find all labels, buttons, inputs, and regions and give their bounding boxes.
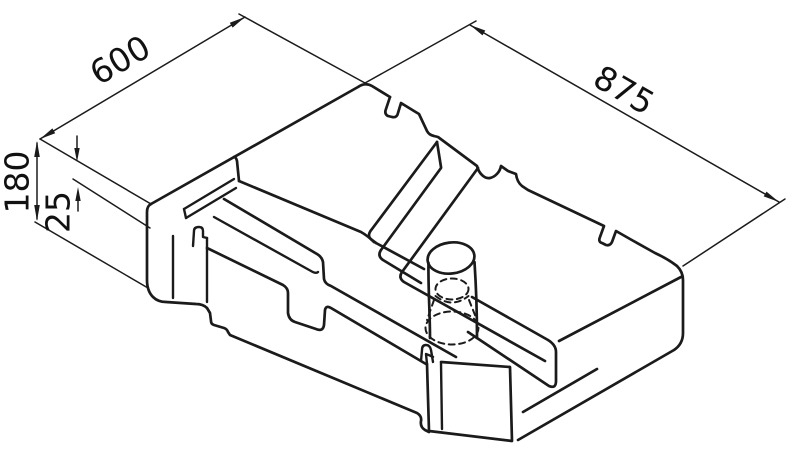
- dimension-180: 180: [0, 141, 40, 221]
- tank-nw-edge: [149, 82, 392, 206]
- dimension-600: 600: [39, 16, 246, 140]
- block-a-front-base: [237, 179, 376, 244]
- nw-ledge-step: [182, 207, 188, 220]
- tab-slot-hook: [419, 343, 435, 364]
- top-left-block: [232, 140, 443, 285]
- channel-a-mouth-left: [435, 140, 443, 169]
- tank-sw-silhouette: [145, 202, 431, 434]
- right-block-se-top-edge: [557, 275, 683, 343]
- tank-outline: [145, 82, 685, 442]
- filler-neck-hidden-arc: [434, 295, 470, 304]
- extension-lines: [34, 13, 786, 289]
- dim-25-label: 25: [39, 191, 78, 233]
- dim-600-label: 600: [83, 27, 157, 93]
- block-a-base-and-se-edge: [367, 140, 439, 245]
- nw-ledge-lower: [184, 186, 238, 220]
- dimension-25: 25: [39, 135, 81, 233]
- tab-outline: [425, 360, 514, 443]
- front-top-edge-with-channel-mouth: [205, 246, 428, 366]
- nw-ledge-upper: [182, 177, 236, 211]
- channel-b-rear-floor-east: [466, 295, 558, 389]
- front-tab: [419, 343, 514, 443]
- cone-hidden-right: [468, 299, 478, 321]
- channel-a-wall-bottom: [378, 166, 443, 285]
- cone-base-hidden-ellipse: [424, 310, 480, 346]
- channel-b-rear-floor-west: [374, 241, 426, 271]
- filler-neck: [424, 241, 480, 346]
- right-block-and-channels: [374, 166, 683, 414]
- cone-hidden-left: [426, 299, 435, 321]
- tab-inner-edge: [439, 361, 444, 431]
- filler-left-side: [427, 261, 432, 340]
- block-a-corner-edge: [232, 155, 241, 183]
- dim-180-label: 180: [0, 151, 37, 214]
- filler-neck-hidden-ellipse: [434, 277, 470, 301]
- front-left-rear-top-edge: [222, 197, 458, 359]
- left-tongue-detail: [171, 177, 238, 304]
- front-blocks: [205, 197, 458, 366]
- filler-top-ellipse: [426, 241, 476, 275]
- se-face-step-line: [521, 367, 599, 414]
- tongue-slot-hook: [191, 225, 209, 248]
- front-left-rim-line: [212, 215, 320, 274]
- tank-ne-edge: [383, 95, 685, 442]
- right-block-nw-sw-edge: [399, 166, 547, 363]
